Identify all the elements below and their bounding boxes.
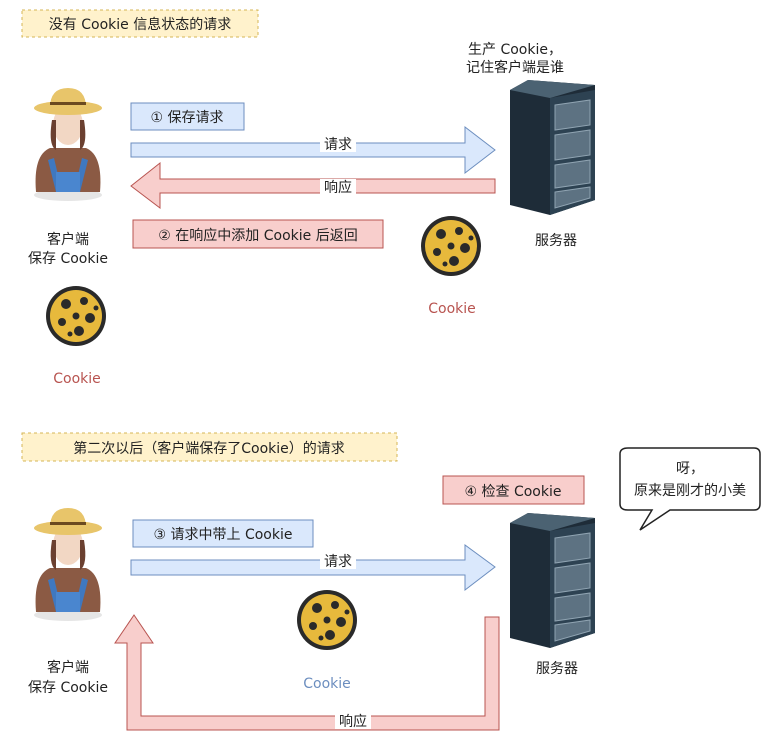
step3-box bbox=[132, 519, 314, 548]
cookie-icon bbox=[46, 286, 106, 346]
response-arrow bbox=[114, 614, 500, 731]
server-icon bbox=[509, 79, 596, 216]
step2-label: ② 在响应中添加 Cookie 后返回 bbox=[158, 227, 357, 244]
step2-box bbox=[132, 219, 384, 249]
request-arrow bbox=[130, 125, 496, 175]
server-label: 服务器 bbox=[535, 233, 577, 249]
speech-bubble bbox=[619, 447, 761, 531]
cookie-icon bbox=[421, 216, 481, 276]
server-cookie-label: Cookie bbox=[428, 301, 476, 317]
server-label: 服务器 bbox=[536, 661, 578, 677]
client-person-icon bbox=[34, 88, 102, 201]
cookie-label: Cookie bbox=[303, 676, 351, 692]
request-label: 请求 bbox=[324, 137, 352, 153]
client-cookie-label: Cookie bbox=[53, 371, 101, 387]
client-label-sub: 保存 Cookie bbox=[28, 680, 108, 696]
response-label: 响应 bbox=[324, 179, 352, 196]
section2-title: 第二次以后（客户端保存了Cookie）的请求 bbox=[73, 440, 345, 457]
request-arrow bbox=[130, 544, 496, 592]
request-label: 请求 bbox=[324, 554, 352, 570]
step4-box bbox=[442, 475, 585, 505]
client-label: 客户端 bbox=[47, 231, 89, 248]
response-arrow bbox=[130, 161, 496, 210]
step3-label: ③ 请求中带上 Cookie bbox=[154, 527, 293, 543]
step1-box bbox=[130, 102, 245, 131]
server-icon bbox=[509, 512, 596, 649]
section1-title: 没有 Cookie 信息状态的请求 bbox=[49, 16, 231, 33]
section2-title-box bbox=[21, 432, 398, 462]
response-label: 响应 bbox=[339, 713, 367, 730]
step1-label: ① 保存请求 bbox=[150, 110, 223, 126]
cookie-icon bbox=[297, 590, 357, 650]
section1-title-box bbox=[21, 9, 259, 38]
server-note-sub: 记住客户端是谁 bbox=[466, 59, 564, 76]
bubble-text: 呀， bbox=[676, 461, 704, 477]
client-label: 客户端 bbox=[47, 659, 89, 676]
server-note: 生产 Cookie， bbox=[468, 42, 562, 58]
client-label-sub: 保存 Cookie bbox=[28, 251, 108, 267]
bubble-text-sub: 原来是刚才的小美 bbox=[634, 483, 746, 499]
client-person-icon bbox=[34, 508, 102, 621]
step4-label: ④ 检查 Cookie bbox=[465, 484, 562, 500]
